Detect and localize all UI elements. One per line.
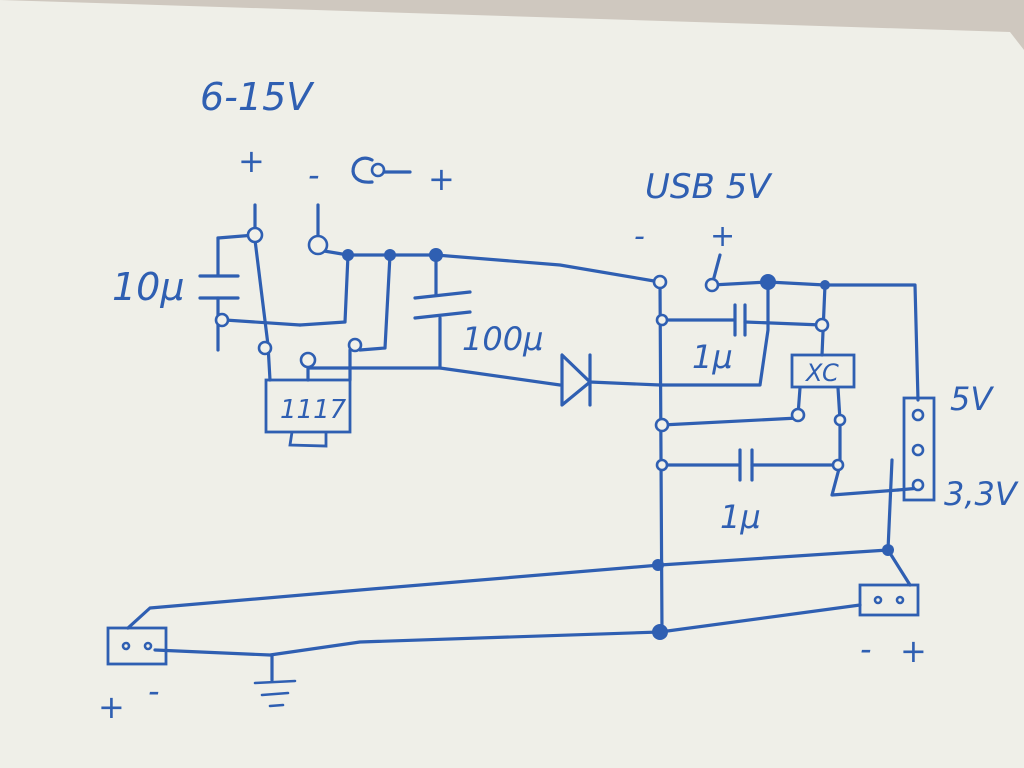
right-connector — [858, 583, 920, 617]
labels: 6-15V + - + USB 5V - + 10µ 100µ 1µ 1µ 11… — [98, 75, 1019, 726]
usb-minus-label: - — [634, 219, 645, 254]
regulator-1117-label: 1117 — [280, 395, 347, 425]
left-minus-label: - — [148, 672, 160, 710]
cap-1u-bottom-label: 1µ — [720, 498, 761, 536]
regulator-xc — [790, 353, 856, 389]
polarity-plus-label: + — [428, 160, 455, 198]
regulator-1117 — [264, 348, 352, 448]
input-plus-label: + — [238, 142, 265, 180]
junctions — [342, 248, 894, 640]
usb-plus-label: + — [710, 219, 735, 254]
regulator-xc-label: XC — [804, 359, 839, 387]
usb-5v-label: USB 5V — [645, 167, 773, 207]
input-voltage-label: 6-15V — [200, 75, 315, 119]
header-5v-3v3 — [902, 396, 936, 502]
cap-1u-top-label: 1µ — [692, 338, 733, 376]
pins — [214, 226, 847, 472]
polarity-symbol — [351, 156, 412, 184]
left-plus-label: + — [98, 688, 125, 726]
right-minus-label: - — [860, 630, 872, 668]
left-connector — [106, 626, 168, 666]
cap-100u-label: 100µ — [462, 320, 543, 358]
cap-10u-label: 10µ — [112, 265, 185, 309]
out-5v-label: 5V — [950, 380, 994, 418]
input-minus-label: - — [308, 156, 320, 194]
right-plus-label: + — [900, 632, 927, 670]
out-3v3-label: 3,3V — [944, 475, 1019, 513]
